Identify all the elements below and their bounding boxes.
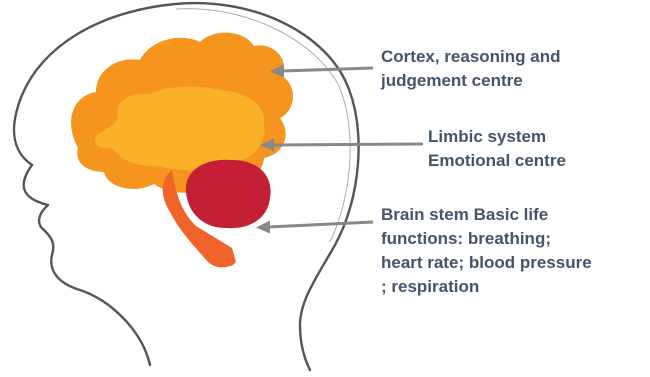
arrow-cortex: [270, 65, 373, 78]
brainstem-label: Brain stem Basic life functions: breathi…: [381, 203, 592, 299]
limbic-label-line: Emotional centre: [428, 149, 566, 173]
limbic-label-line: Limbic system: [428, 125, 566, 149]
brainstem-label-line: heart rate; blood pressure: [381, 251, 592, 275]
limbic-label: Limbic system Emotional centre: [428, 125, 566, 173]
cortex-label: Cortex, reasoning and judgement centre: [381, 45, 560, 93]
arrow-brainstem: [256, 221, 373, 234]
cortex-label-line: Cortex, reasoning and: [381, 45, 560, 69]
cortex-label-line: judgement centre: [381, 69, 560, 93]
brainstem-label-line: functions: breathing;: [381, 227, 592, 251]
cerebellum-region: [186, 160, 271, 228]
brainstem-label-line: ; respiration: [381, 275, 592, 299]
brainstem-label-line: Brain stem Basic life: [381, 203, 592, 227]
